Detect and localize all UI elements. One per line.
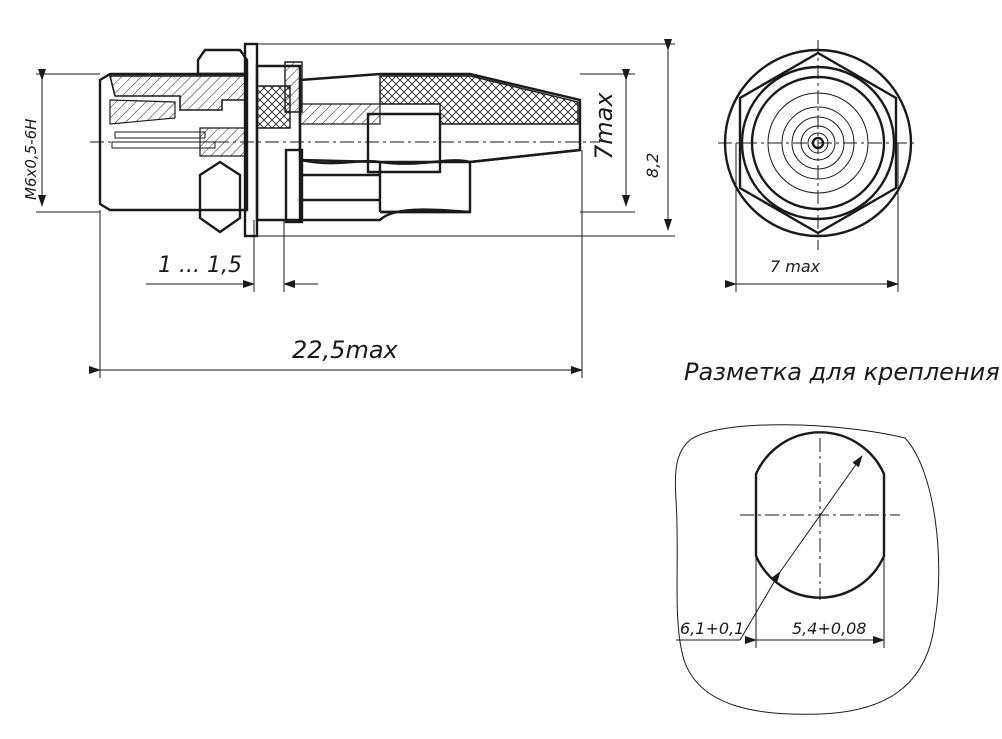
inner-contact-hatch [109,99,176,125]
hex-nut-bottom [198,160,242,234]
height-label: 8,2 [643,153,662,178]
thread-label: M6x0,5-6H [22,119,40,200]
boot-crosshatch [379,75,579,125]
hole-diameter-label: 6,1+0,1 [680,619,744,638]
hex-width-label: 7 max [770,257,821,276]
end-hexagon [738,51,898,235]
end-outer-circle [723,48,913,238]
center-pin [811,136,825,150]
mid-body-crosshatch [256,85,291,129]
side-view [90,42,600,238]
hole-dia-dim-line [770,455,863,584]
end-view [718,40,918,292]
panel-outline [674,424,940,715]
dimension-lines [36,39,675,378]
body-diameter-label: 7max [590,92,618,160]
mounting-title: Разметка для крепления [684,358,1000,386]
inner-sleeve-hatch [299,103,381,125]
flat-width-label: 5,4+0,08 [792,619,866,638]
total-length-label: 22,5max [292,336,399,364]
mounting-cutout [674,424,940,715]
ferrule [366,112,442,174]
front-sleeve [98,72,249,212]
length-range-label: 1 ... 1,5 [158,253,242,278]
hex-nut-top [196,48,249,76]
collar [284,148,304,224]
cable-lower-body [302,173,470,214]
boot-lower [299,148,581,222]
